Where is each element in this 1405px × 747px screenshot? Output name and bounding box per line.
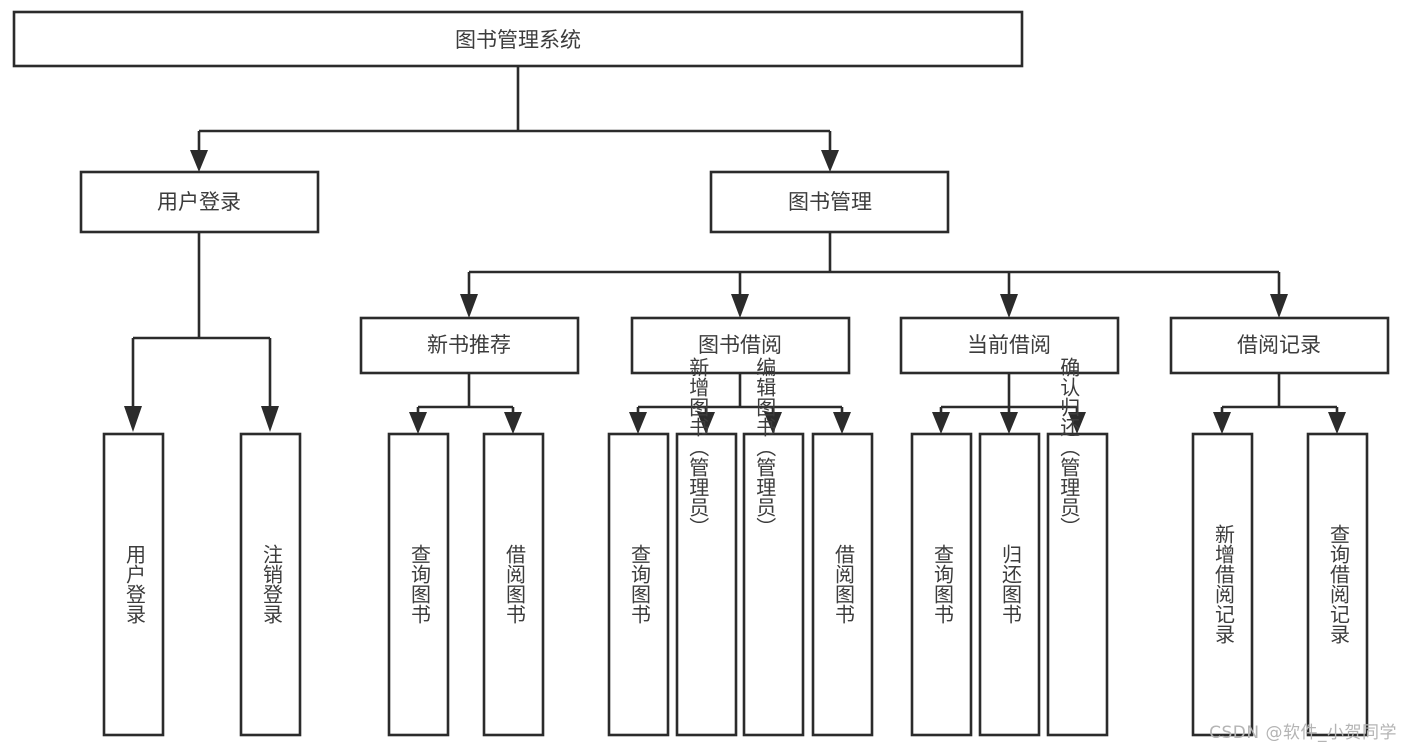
node-new-book-recommend-box[interactable] (359, 316, 580, 375)
connector-layer (124, 66, 1346, 434)
arrow-head-bb-leaf1 (629, 412, 647, 434)
leaf-node-nb-borrow-book-label: 借阅图书 (503, 544, 527, 624)
leaf-node-user-login-box[interactable] (102, 432, 165, 737)
arrow-head-book-borrow (731, 294, 749, 318)
arrow-head-leaf-logout (261, 406, 279, 432)
leaf-node-bb-add-book-box[interactable] (675, 432, 738, 737)
arrow-head-user-login (190, 150, 208, 172)
arrow-head-br-leaf1 (1213, 412, 1231, 434)
node-borrow-record-box[interactable] (1169, 316, 1390, 375)
arrow-head-current-borrow (1000, 294, 1018, 318)
leaf-node-cb-return-book[interactable]: 归还图书 (978, 432, 1041, 737)
node-book-borrow-box[interactable] (630, 316, 851, 375)
node-user-login-box[interactable] (79, 170, 320, 234)
leaf-node-nb-borrow-book-box[interactable] (482, 432, 545, 737)
leaf-node-cb-query-book[interactable]: 查询图书 (910, 432, 973, 737)
leaf-node-bb-query-book[interactable]: 查询图书 (607, 432, 670, 737)
leaf-node-nb-query-book-label: 查询图书 (408, 544, 432, 624)
node-root-box[interactable] (12, 10, 1024, 68)
node-current-borrow[interactable]: 当前借阅 (899, 316, 1120, 375)
arrow-head-bb-leaf3 (764, 412, 782, 434)
leaf-node-cb-confirm-return-label: 确认归还（管理员） (1057, 357, 1081, 537)
leaf-node-bb-borrow-book[interactable]: 借阅图书 (811, 432, 874, 737)
leaf-node-nb-borrow-book[interactable]: 借阅图书 (482, 432, 545, 737)
leaf-node-br-query-record-box[interactable] (1306, 432, 1369, 737)
leaf-node-bb-edit-book-label: 编辑图书（管理员） (753, 357, 777, 537)
node-new-book-recommend-label: 新书推荐 (427, 333, 511, 357)
arrow-head-borrow-record (1270, 294, 1288, 318)
arrow-head-new-book (460, 294, 478, 318)
leaf-node-bb-query-book-label: 查询图书 (628, 544, 652, 624)
leaf-node-bb-add-book-label: 新增图书（管理员） (686, 357, 710, 537)
leaf-node-cb-query-book-box[interactable] (910, 432, 973, 737)
node-book-manage[interactable]: 图书管理 (709, 170, 950, 234)
node-borrow-record-label: 借阅记录 (1237, 333, 1321, 357)
arrow-head-bb-leaf2 (697, 412, 715, 434)
leaf-node-user-login[interactable]: 用户登录 (102, 432, 165, 737)
leaf-node-br-add-record-box[interactable] (1191, 432, 1254, 737)
node-book-borrow[interactable]: 图书借阅 (630, 316, 851, 375)
node-book-manage-box[interactable] (709, 170, 950, 234)
node-user-login-label: 用户登录 (157, 190, 241, 214)
arrow-head-leaf-user-login (124, 406, 142, 432)
leaf-node-logout-label: 注销登录 (260, 544, 284, 624)
leaf-node-bb-query-book-box[interactable] (607, 432, 670, 737)
node-root[interactable]: 图书管理系统 (12, 10, 1024, 68)
leaf-node-cb-confirm-return[interactable]: 确认归还（管理员） (1046, 357, 1109, 737)
node-book-borrow-label: 图书借阅 (698, 333, 782, 357)
leaf-node-br-query-record-label: 查询借阅记录 (1327, 524, 1351, 644)
leaf-node-bb-borrow-book-label: 借阅图书 (832, 544, 856, 624)
arrow-head-br-leaf2 (1328, 412, 1346, 434)
leaf-node-cb-return-book-box[interactable] (978, 432, 1041, 737)
leaf-node-logout[interactable]: 注销登录 (239, 432, 302, 737)
leaf-node-cb-return-book-label: 归还图书 (999, 544, 1023, 624)
arrow-head-cb-leaf1 (932, 412, 950, 434)
node-borrow-record[interactable]: 借阅记录 (1169, 316, 1390, 375)
node-user-login[interactable]: 用户登录 (79, 170, 320, 234)
node-root-label: 图书管理系统 (455, 28, 581, 52)
leaf-node-br-query-record[interactable]: 查询借阅记录 (1306, 432, 1369, 737)
arrow-head-nb-leaf2 (504, 412, 522, 434)
node-current-borrow-box[interactable] (899, 316, 1120, 375)
leaf-node-nb-query-book[interactable]: 查询图书 (387, 432, 450, 737)
leaf-node-cb-confirm-return-box[interactable] (1046, 432, 1109, 737)
node-new-book-recommend[interactable]: 新书推荐 (359, 316, 580, 375)
leaf-node-bb-edit-book-box[interactable] (742, 432, 805, 737)
leaf-node-user-login-label: 用户登录 (123, 544, 147, 624)
leaf-node-bb-add-book[interactable]: 新增图书（管理员） (675, 357, 738, 737)
leaf-node-logout-box[interactable] (239, 432, 302, 737)
arrow-head-book-manage (821, 150, 839, 172)
arrow-head-bb-leaf4 (833, 412, 851, 434)
leaf-node-bb-borrow-book-box[interactable] (811, 432, 874, 737)
leaf-node-nb-query-book-box[interactable] (387, 432, 450, 737)
leaf-node-br-add-record[interactable]: 新增借阅记录 (1191, 432, 1254, 737)
node-book-manage-label: 图书管理 (788, 190, 872, 214)
leaf-node-bb-edit-book[interactable]: 编辑图书（管理员） (742, 357, 805, 737)
leaf-node-cb-query-book-label: 查询图书 (931, 544, 955, 624)
arrow-head-cb-leaf3 (1068, 412, 1086, 434)
node-current-borrow-label: 当前借阅 (967, 333, 1051, 357)
leaf-node-br-add-record-label: 新增借阅记录 (1212, 524, 1236, 644)
csdn-watermark: CSDN @软件_小贺同学 (1209, 723, 1397, 743)
arrow-head-cb-leaf2 (1000, 412, 1018, 434)
arrow-head-nb-leaf1 (409, 412, 427, 434)
